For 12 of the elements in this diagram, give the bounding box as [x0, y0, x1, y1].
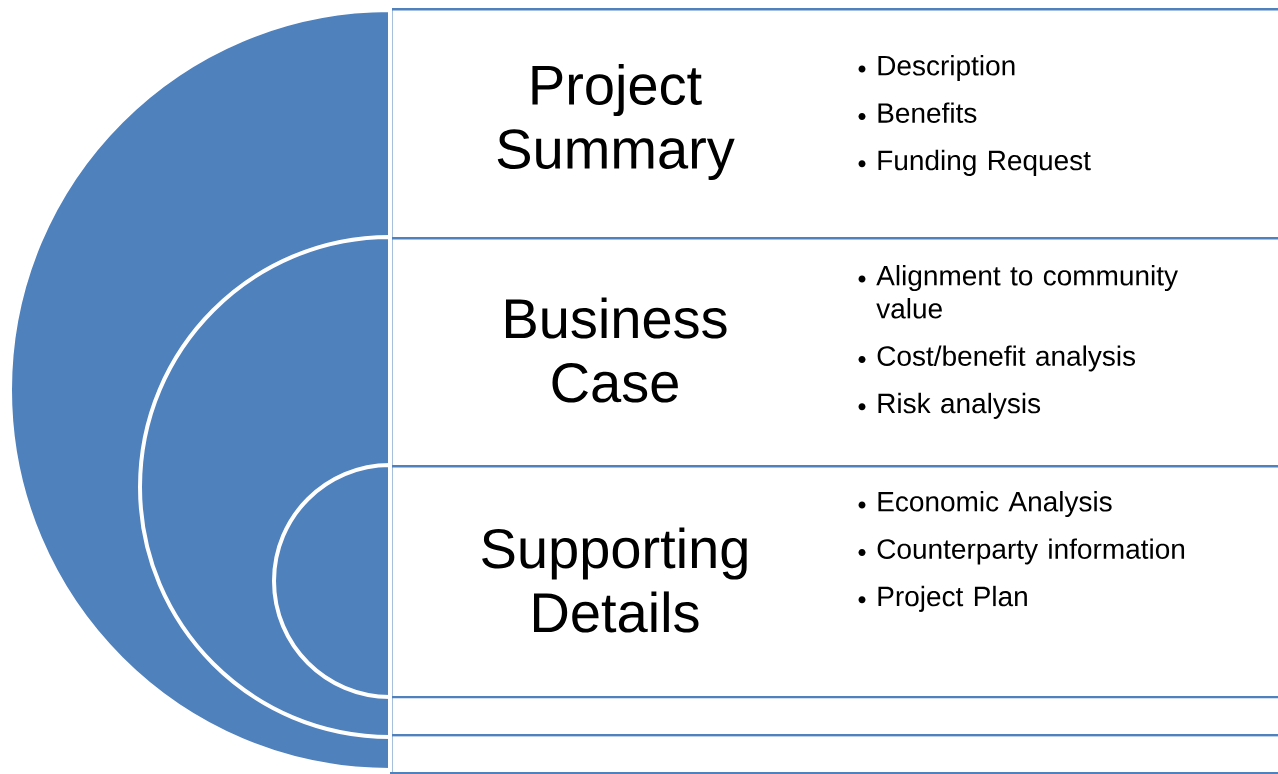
bullet-item: Description — [858, 55, 1015, 82]
section-heading: Business Case — [506, 297, 727, 403]
bullet-item: Cost/benefit analysis — [858, 345, 1136, 372]
section-heading: Project Summary — [497, 63, 735, 181]
bullet-item: Counterparty information — [858, 538, 1185, 565]
section-heading: Supporting Details — [482, 527, 747, 633]
bullet-item: Funding Request — [858, 149, 1091, 176]
bullet-item: Risk analysis — [858, 392, 1041, 419]
bullet-item: Project Plan — [858, 585, 1027, 612]
bullet-item: Economic Analysis — [858, 491, 1112, 518]
bullet-item: Alignment to community value — [858, 265, 1178, 319]
bullet-item: Benefits — [858, 102, 977, 123]
